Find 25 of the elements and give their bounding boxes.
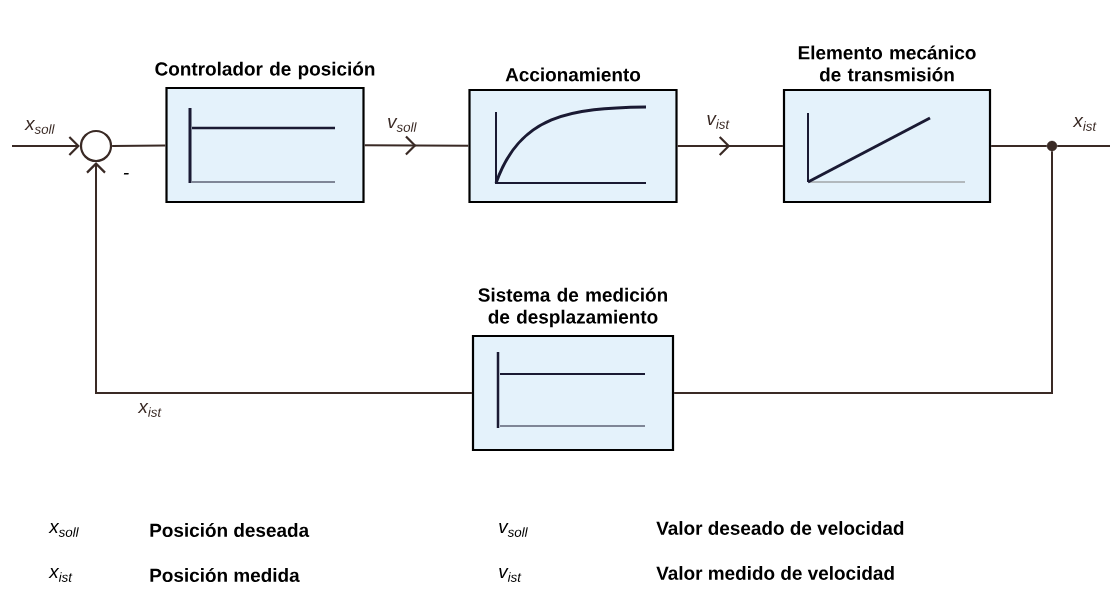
node-label: Controlador de posición: [155, 61, 375, 80]
block-box: Accionamiento: [468, 67, 678, 204]
block-box: Controlador de posición: [155, 61, 375, 204]
legend-description: Posición deseada: [150, 522, 310, 538]
signal-label: x$_{soll}$: [24, 120, 55, 134]
symbol-label: v$_{ist}$: [499, 568, 522, 582]
block-box: Sistema de medición de desplazamiento: [471, 287, 675, 452]
legend-description: Valor medido de velocidad: [656, 566, 894, 580]
node-label: Accionamiento: [505, 67, 641, 82]
minus-sign: -: [123, 173, 129, 175]
signal-label: x$_{ist}$: [1072, 117, 1097, 131]
symbol-label: x$_{ist}$: [48, 568, 73, 582]
symbol-label: x$_{soll}$: [48, 523, 79, 537]
node-label: Sistema de medición de desplazamiento: [478, 287, 668, 328]
symbol-label: v$_{soll}$: [499, 523, 528, 537]
node-label: Elemento mecánico de transmisión: [798, 45, 976, 82]
legend-description: Valor deseado de velocidad: [656, 521, 904, 535]
legend-description: Posición medida: [150, 567, 300, 583]
signal-label: x$_{ist}$: [137, 403, 162, 417]
signal-label: v$_{ist}$: [707, 115, 730, 129]
block-box: Elemento mecánico de transmisión: [782, 45, 992, 204]
summing-circle: [79, 129, 113, 163]
arrow: [86, 162, 473, 394]
signal-label: v$_{soll}$: [388, 118, 417, 132]
arrow: [11, 136, 80, 156]
